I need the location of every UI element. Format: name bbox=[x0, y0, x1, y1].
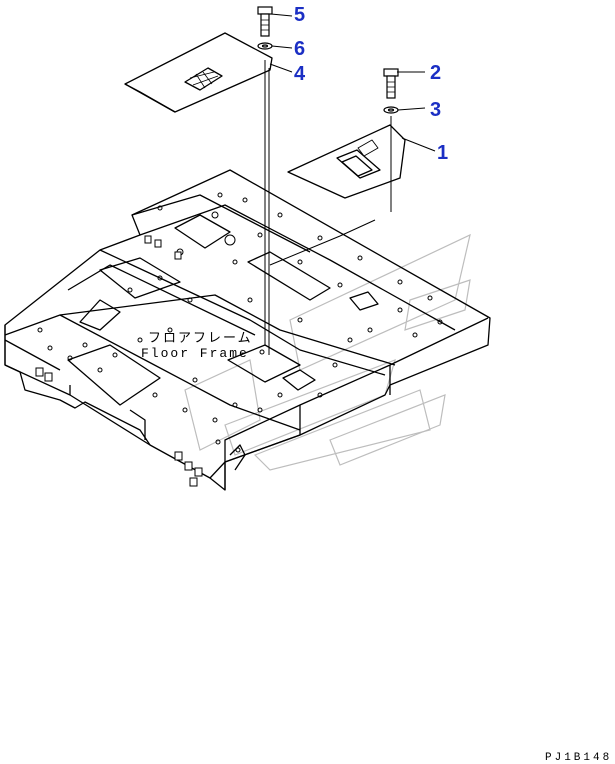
cover-plate-1 bbox=[287, 124, 406, 199]
assembly-guide-lines bbox=[264, 60, 392, 355]
part-label-english: Floor Frame bbox=[141, 346, 249, 361]
figure-code: PJ1B148 bbox=[545, 752, 612, 764]
callout-labels: 5 6 4 2 3 1 bbox=[294, 4, 448, 164]
callout-5: 5 bbox=[294, 4, 305, 26]
callout-3: 3 bbox=[430, 99, 441, 121]
bolt-5 bbox=[257, 6, 273, 37]
washer-6 bbox=[257, 42, 273, 50]
cover-plate-4 bbox=[124, 32, 273, 113]
callout-6: 6 bbox=[294, 38, 305, 60]
callout-1: 1 bbox=[437, 142, 448, 164]
nut-fittings bbox=[35, 235, 203, 487]
part-label-japanese: フロアフレーム bbox=[148, 331, 253, 346]
floor-frame-drawing bbox=[4, 169, 491, 491]
mounting-holes bbox=[37, 192, 443, 453]
callout-2: 2 bbox=[430, 62, 441, 84]
washer-3 bbox=[383, 106, 399, 114]
bolt-2 bbox=[383, 68, 399, 99]
leader-lines bbox=[269, 13, 436, 152]
callout-4: 4 bbox=[294, 63, 306, 85]
